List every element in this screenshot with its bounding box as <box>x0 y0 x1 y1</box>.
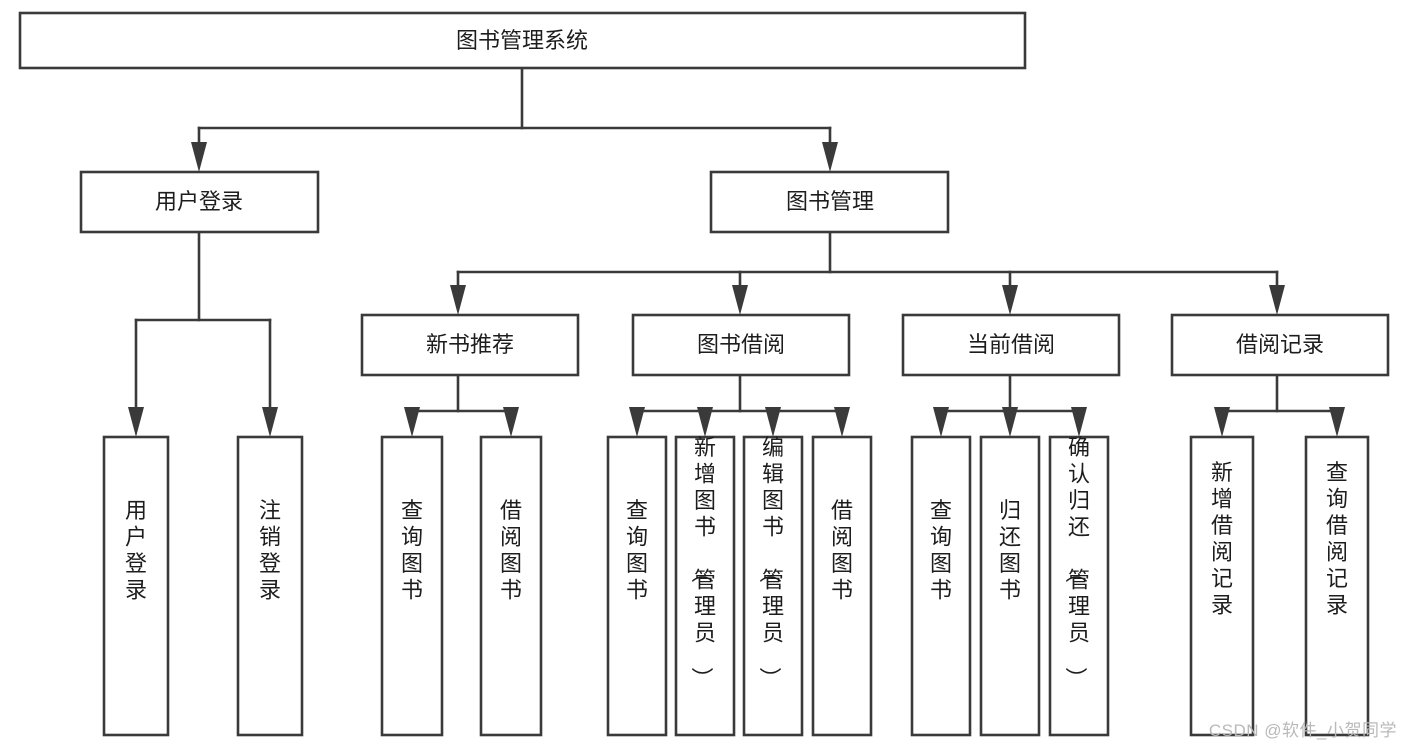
node-leaf-borrow-book-a-box[interactable] <box>479 435 543 737</box>
arrowhead-leaf-logout <box>262 407 278 437</box>
node-leaf-query-record-label: 查询借阅记录 <box>1326 460 1348 618</box>
node-borrow-record-label: 借阅记录 <box>1236 332 1324 357</box>
arrowhead-leaf-borrow-book-a <box>503 407 519 437</box>
node-leaf-borrow-book-b-box[interactable] <box>811 435 873 737</box>
node-leaf-add-book-label: 新增图书（管理员） <box>689 435 716 689</box>
arrowhead-book-manage <box>822 142 838 172</box>
node-leaf-add-record[interactable]: 新增借阅记录 <box>1189 435 1255 737</box>
node-leaf-query-book-b[interactable]: 查询图书 <box>606 435 668 737</box>
node-leaf-confirm-return-label: 确认归还（管理员） <box>1063 435 1090 689</box>
node-leaf-edit-book-label: 编辑图书（管理员） <box>757 435 784 689</box>
node-current-borrow-box[interactable] <box>901 313 1121 377</box>
node-leaf-add-record-label: 新增借阅记录 <box>1211 460 1233 618</box>
arrowhead-leaf-user-login <box>128 407 144 437</box>
connector-group-borrow-record <box>1214 373 1345 437</box>
node-leaf-borrow-book-a-label: 借阅图书 <box>500 498 522 603</box>
arrowhead-leaf-query-book-a <box>404 407 420 437</box>
arrowhead-leaf-query-record <box>1329 407 1345 437</box>
node-leaf-user-login-label: 用户登录 <box>125 498 147 603</box>
arrowhead-leaf-confirm-return <box>1071 407 1087 437</box>
node-leaf-query-book-a-box[interactable] <box>380 435 444 737</box>
node-current-borrow[interactable]: 当前借阅 <box>901 313 1121 377</box>
node-leaf-return-book-box[interactable] <box>979 435 1041 737</box>
arrowhead-leaf-add-book <box>697 407 713 437</box>
node-leaf-user-login[interactable]: 用户登录 <box>102 435 170 737</box>
arrowhead-leaf-edit-book <box>765 407 781 437</box>
node-new-book-rec[interactable]: 新书推荐 <box>360 313 580 377</box>
node-book-borrow-box[interactable] <box>631 313 851 377</box>
arrowhead-leaf-add-record <box>1214 407 1230 437</box>
arrowhead-current-borrow <box>1002 285 1018 315</box>
arrowhead-leaf-borrow-book-b <box>834 407 850 437</box>
connector-group-book-manage <box>450 230 1285 315</box>
node-user-login-box[interactable] <box>79 170 320 234</box>
node-leaf-return-book-label: 归还图书 <box>999 498 1021 603</box>
node-borrow-record[interactable]: 借阅记录 <box>1170 313 1390 377</box>
node-leaf-borrow-book-b[interactable]: 借阅图书 <box>811 435 873 737</box>
node-book-manage-box[interactable] <box>709 170 950 234</box>
node-leaf-confirm-return-box[interactable] <box>1048 435 1110 737</box>
node-user-login-label: 用户登录 <box>155 189 243 214</box>
connector-group-root <box>191 66 838 172</box>
node-leaf-borrow-book-a[interactable]: 借阅图书 <box>479 435 543 737</box>
arrowhead-leaf-query-book-c <box>933 407 949 437</box>
node-leaf-query-book-b-box[interactable] <box>606 435 668 737</box>
node-root[interactable]: 图书管理系统 <box>18 11 1027 70</box>
connector-group-user-login <box>128 230 278 437</box>
node-root-box[interactable] <box>18 11 1027 70</box>
node-leaf-return-book[interactable]: 归还图书 <box>979 435 1041 737</box>
node-leaf-add-book[interactable]: 新增图书（管理员） <box>674 435 736 737</box>
arrowhead-leaf-return-book <box>1002 407 1018 437</box>
node-leaf-logout-box[interactable] <box>236 435 304 737</box>
node-leaf-logout-label: 注销登录 <box>259 498 281 603</box>
node-leaf-query-record-box[interactable] <box>1304 435 1370 737</box>
node-book-manage[interactable]: 图书管理 <box>709 170 950 234</box>
node-leaf-confirm-return[interactable]: 确认归还（管理员） <box>1048 435 1110 737</box>
node-leaf-query-book-c-box[interactable] <box>910 435 972 737</box>
node-leaf-query-book-b-label: 查询图书 <box>626 498 648 603</box>
node-leaf-query-book-a-label: 查询图书 <box>401 498 423 603</box>
node-leaf-add-record-box[interactable] <box>1189 435 1255 737</box>
arrowhead-borrow-record <box>1269 285 1285 315</box>
node-leaf-query-book-a[interactable]: 查询图书 <box>380 435 444 737</box>
node-user-login[interactable]: 用户登录 <box>79 170 320 234</box>
node-leaf-query-book-c[interactable]: 查询图书 <box>910 435 972 737</box>
node-book-manage-label: 图书管理 <box>786 189 874 214</box>
node-book-borrow[interactable]: 图书借阅 <box>631 313 851 377</box>
node-book-borrow-label: 图书借阅 <box>697 332 785 357</box>
node-new-book-rec-box[interactable] <box>360 313 580 377</box>
node-leaf-query-record[interactable]: 查询借阅记录 <box>1304 435 1370 737</box>
arrowhead-new-book-rec <box>450 285 466 315</box>
arrowhead-user-login <box>191 142 207 172</box>
node-leaf-edit-book-box[interactable] <box>742 435 804 737</box>
node-new-book-rec-label: 新书推荐 <box>426 332 514 357</box>
node-leaf-logout[interactable]: 注销登录 <box>236 435 304 737</box>
connector-group-current-borrow <box>933 373 1087 437</box>
connector-group-new-book-rec <box>404 373 519 437</box>
node-leaf-query-book-c-label: 查询图书 <box>930 498 952 603</box>
node-leaf-user-login-box[interactable] <box>102 435 170 737</box>
node-leaf-edit-book[interactable]: 编辑图书（管理员） <box>742 435 804 737</box>
node-leaf-add-book-box[interactable] <box>674 435 736 737</box>
arrowhead-leaf-query-book-b <box>629 407 645 437</box>
node-current-borrow-label: 当前借阅 <box>967 332 1055 357</box>
connector-group-book-borrow <box>629 373 850 437</box>
node-leaf-borrow-book-b-label: 借阅图书 <box>831 498 853 603</box>
node-borrow-record-box[interactable] <box>1170 313 1390 377</box>
arrowhead-book-borrow <box>732 285 748 315</box>
node-root-label: 图书管理系统 <box>456 28 588 53</box>
